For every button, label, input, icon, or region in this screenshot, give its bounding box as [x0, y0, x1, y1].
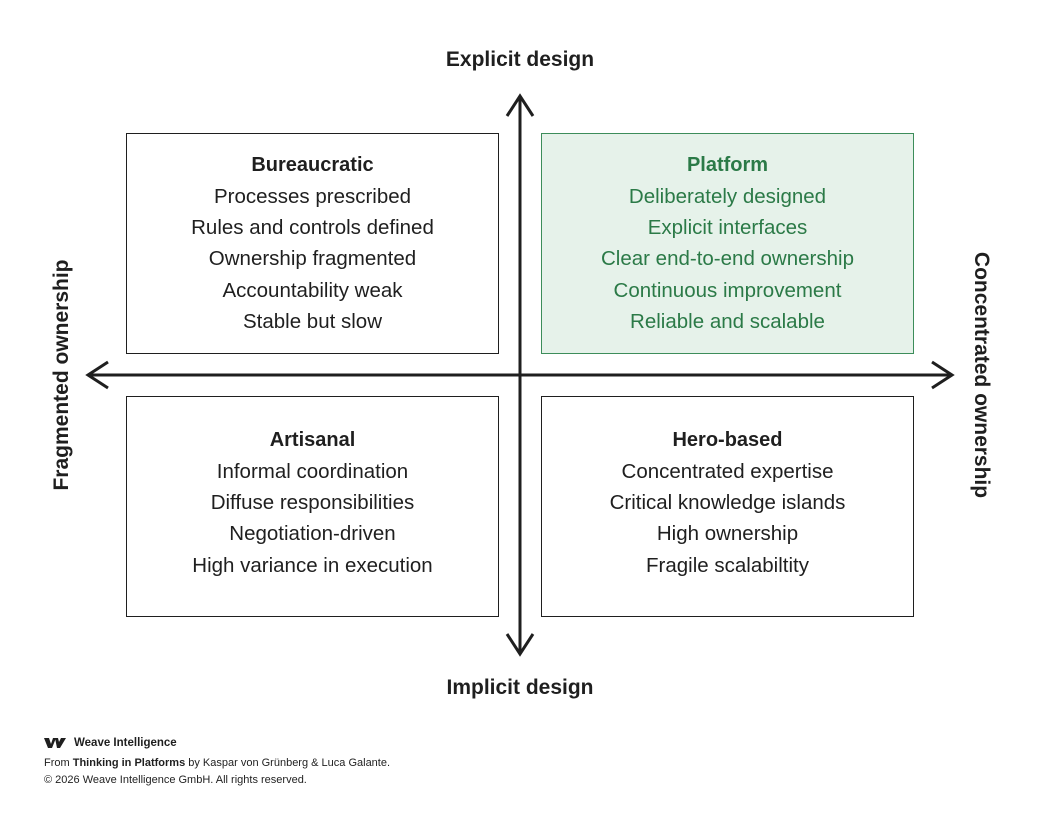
quadrant-title: Bureaucratic: [251, 154, 374, 176]
trait-item: Fragile scalabiltity: [646, 553, 809, 577]
source-book-title: Thinking in Platforms: [72, 757, 186, 769]
trait-item: Reliable and scalable: [630, 309, 825, 333]
quadrant-traits: Processes prescribed Rules and controls …: [191, 181, 434, 337]
trait-item: Continuous improvement: [613, 278, 842, 302]
trait-item: High variance in execution: [192, 553, 433, 577]
brand-name: Weave Intelligence: [74, 737, 177, 749]
arrowhead-up: [505, 93, 535, 117]
arrowhead-left: [85, 360, 109, 390]
trait-item: Clear end-to-end ownership: [601, 247, 854, 271]
brand: Weave Intelligence: [44, 737, 390, 749]
trait-item: Negotiation-driven: [229, 522, 396, 546]
trait-item: Rules and controls defined: [191, 216, 434, 240]
axis-label-left: Fragmented ownership: [50, 259, 73, 491]
source-prefix: From: [44, 757, 73, 769]
trait-item: Critical knowledge islands: [609, 491, 846, 515]
arrowhead-down: [505, 633, 535, 657]
quadrant-platform: Platform Deliberately designed Explicit …: [541, 133, 914, 354]
trait-item: Diffuse responsibilities: [210, 491, 415, 515]
trait-item: Ownership fragmented: [208, 247, 417, 271]
axis-label-right: Concentrated ownership: [970, 251, 993, 499]
quadrant-title: Hero-based: [672, 429, 783, 451]
quadrant-traits: Concentrated expertise Critical knowledg…: [610, 456, 846, 581]
source-credit: From Thinking in Platforms by Kaspar von…: [44, 755, 390, 772]
quadrant-artisanal: Artisanal Informal coordination Diffuse …: [126, 396, 499, 617]
quadrant-bureaucratic: Bureaucratic Processes prescribed Rules …: [126, 133, 499, 354]
quadrant-title: Platform: [686, 154, 769, 176]
axis-label-bottom: Implicit design: [446, 676, 594, 699]
trait-item: High ownership: [656, 522, 799, 546]
weave-logo-icon: [44, 738, 66, 748]
trait-item: Concentrated expertise: [621, 460, 834, 483]
quadrant-traits: Deliberately designed Explicit interface…: [601, 181, 854, 337]
axis-label-top: Explicit design: [445, 48, 595, 71]
trait-item: Accountability weak: [222, 278, 403, 302]
trait-item: Stable but slow: [242, 309, 383, 333]
trait-item: Deliberately designed: [628, 185, 827, 208]
quadrant-hero-based: Hero-based Concentrated expertise Critic…: [541, 396, 914, 617]
quadrant-title: Artisanal: [269, 429, 356, 451]
trait-item: Processes prescribed: [213, 185, 412, 208]
copyright: © 2026 Weave Intelligence GmbH. All righ…: [44, 774, 307, 786]
arrowhead-right: [931, 360, 955, 390]
quadrant-traits: Informal coordination Diffuse responsibi…: [192, 456, 432, 581]
footer: Weave Intelligence From Thinking in Plat…: [44, 737, 390, 789]
trait-item: Explicit interfaces: [647, 216, 808, 240]
source-authors: by Kaspar von Grünberg & Luca Galante.: [185, 757, 391, 769]
trait-item: Informal coordination: [216, 460, 409, 483]
